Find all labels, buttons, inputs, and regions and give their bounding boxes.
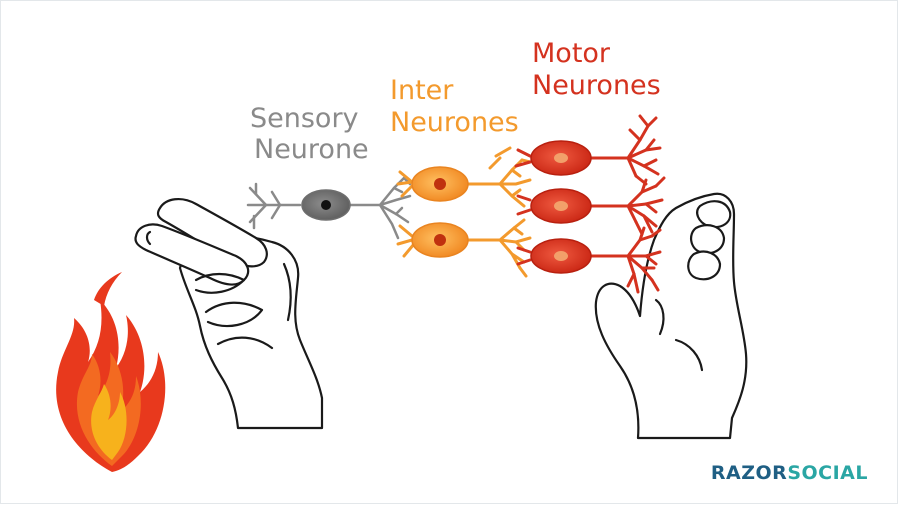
hand-pinch-icon <box>134 198 324 430</box>
motor-neurones <box>514 114 666 294</box>
motor-label-line1: Motor <box>532 38 611 69</box>
inter-neurone-2 <box>396 218 532 278</box>
sensory-label-line1: Sensory <box>250 103 359 134</box>
motor-neurone-3 <box>530 226 662 294</box>
sensory-label-line2: Neurone <box>254 134 369 165</box>
inter-label-line2: Neurones <box>390 107 519 138</box>
hand-open-icon <box>594 192 748 440</box>
brand-part1: RAZOR <box>710 462 788 484</box>
motor-label: Motor Neurones <box>532 38 661 101</box>
inter-label-line1: Inter <box>390 75 454 106</box>
motor-label-line2: Neurones <box>532 70 661 101</box>
inter-label: Inter Neurones <box>390 75 519 138</box>
brand-part2: SOCIAL <box>787 462 868 484</box>
motor-neurone-2 <box>530 176 666 236</box>
sensory-label: Sensory Neurone <box>250 103 369 165</box>
fire-icon <box>56 272 166 472</box>
inter-neurone-1 <box>396 146 532 208</box>
sensory-neurone <box>246 176 412 240</box>
inter-neurones <box>396 146 532 278</box>
razorsocial-logo: RAZORSOCIAL <box>711 462 868 484</box>
motor-neurone-1 <box>530 114 662 186</box>
